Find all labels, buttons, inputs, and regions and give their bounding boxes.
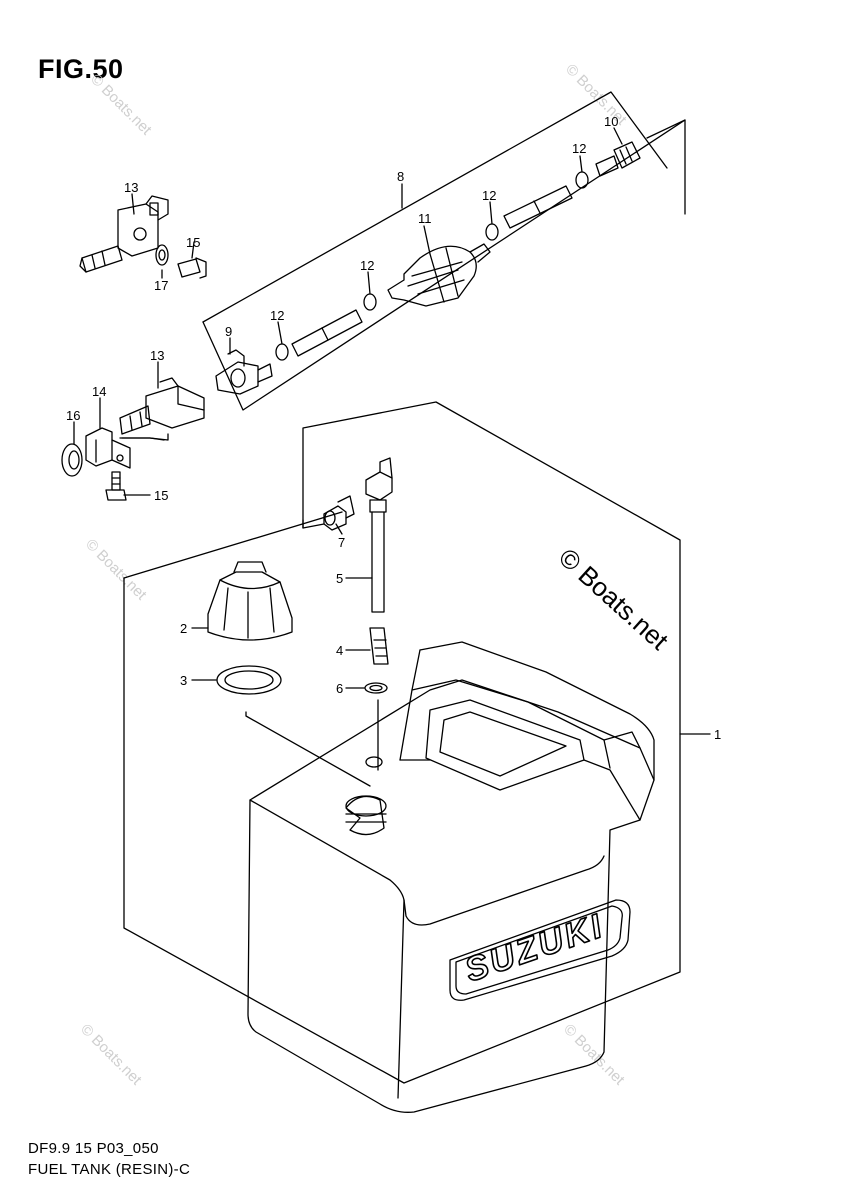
callout-5: 5: [336, 571, 343, 586]
bolt-15-lower: [105, 471, 127, 501]
tank-group-frame: [123, 401, 681, 1084]
washer-17: [155, 244, 169, 266]
brand-label: SUZUKI: [460, 907, 609, 990]
callout-leaders: [73, 127, 711, 735]
callout-14: 14: [92, 384, 106, 399]
callout-12-b: 12: [360, 258, 374, 273]
watermark: © Boats.net: [87, 71, 155, 139]
pickup-tube-5: [365, 457, 393, 613]
callout-12-c: 12: [482, 188, 496, 203]
o-ring-6: [364, 682, 388, 694]
callout-6: 6: [336, 681, 343, 696]
bolt-15-upper: [177, 257, 207, 279]
cap-2: [207, 561, 293, 641]
connector-9: [215, 349, 273, 395]
figure-description: FUEL TANK (RESIN)-C: [28, 1161, 191, 1178]
callout-labels: 1 2 3 4 5 6 7 8 9 10 11 12 12 12 12 13 1…: [66, 114, 721, 742]
callout-13-lower: 13: [150, 348, 164, 363]
bracket-14: [85, 427, 169, 469]
callout-12-a: 12: [270, 308, 284, 323]
connector-13-upper: [79, 195, 169, 273]
watermark: © Boats.net: [560, 1021, 628, 1089]
gasket-3: [216, 665, 282, 695]
callout-1: 1: [714, 727, 721, 742]
fitting-10: [595, 141, 641, 177]
callout-15-lower: 15: [154, 488, 168, 503]
figure-title: FIG.50: [38, 54, 124, 84]
watermark: © Boats.net: [82, 536, 150, 604]
watermark-prominent: © Boats.net: [553, 542, 675, 656]
watermark: © Boats.net: [562, 61, 630, 129]
callout-10: 10: [604, 114, 618, 129]
callout-15-upper: 15: [186, 235, 200, 250]
hose-segments: [291, 185, 573, 357]
callout-16: 16: [66, 408, 80, 423]
callout-8: 8: [397, 169, 404, 184]
callout-17: 17: [154, 278, 168, 293]
callout-12-d: 12: [572, 141, 586, 156]
primer-bulb-11: [387, 243, 491, 307]
callout-13-upper: 13: [124, 180, 138, 195]
fuel-tank-1: [247, 641, 655, 1113]
watermark: © Boats.net: [77, 1021, 145, 1089]
callout-3: 3: [180, 673, 187, 688]
figure-code: DF9.9 15 P03_050: [28, 1140, 159, 1157]
callout-2: 2: [180, 621, 187, 636]
fuel-line-kit-frame: [202, 91, 686, 411]
callout-11: 11: [418, 211, 432, 226]
connector-13-lower: [119, 377, 205, 435]
callout-4: 4: [336, 643, 343, 658]
nut-16: [61, 443, 83, 477]
callout-9: 9: [225, 324, 232, 339]
filter-4: [369, 627, 389, 665]
callout-7: 7: [338, 535, 345, 550]
clamps-12: [275, 171, 589, 361]
